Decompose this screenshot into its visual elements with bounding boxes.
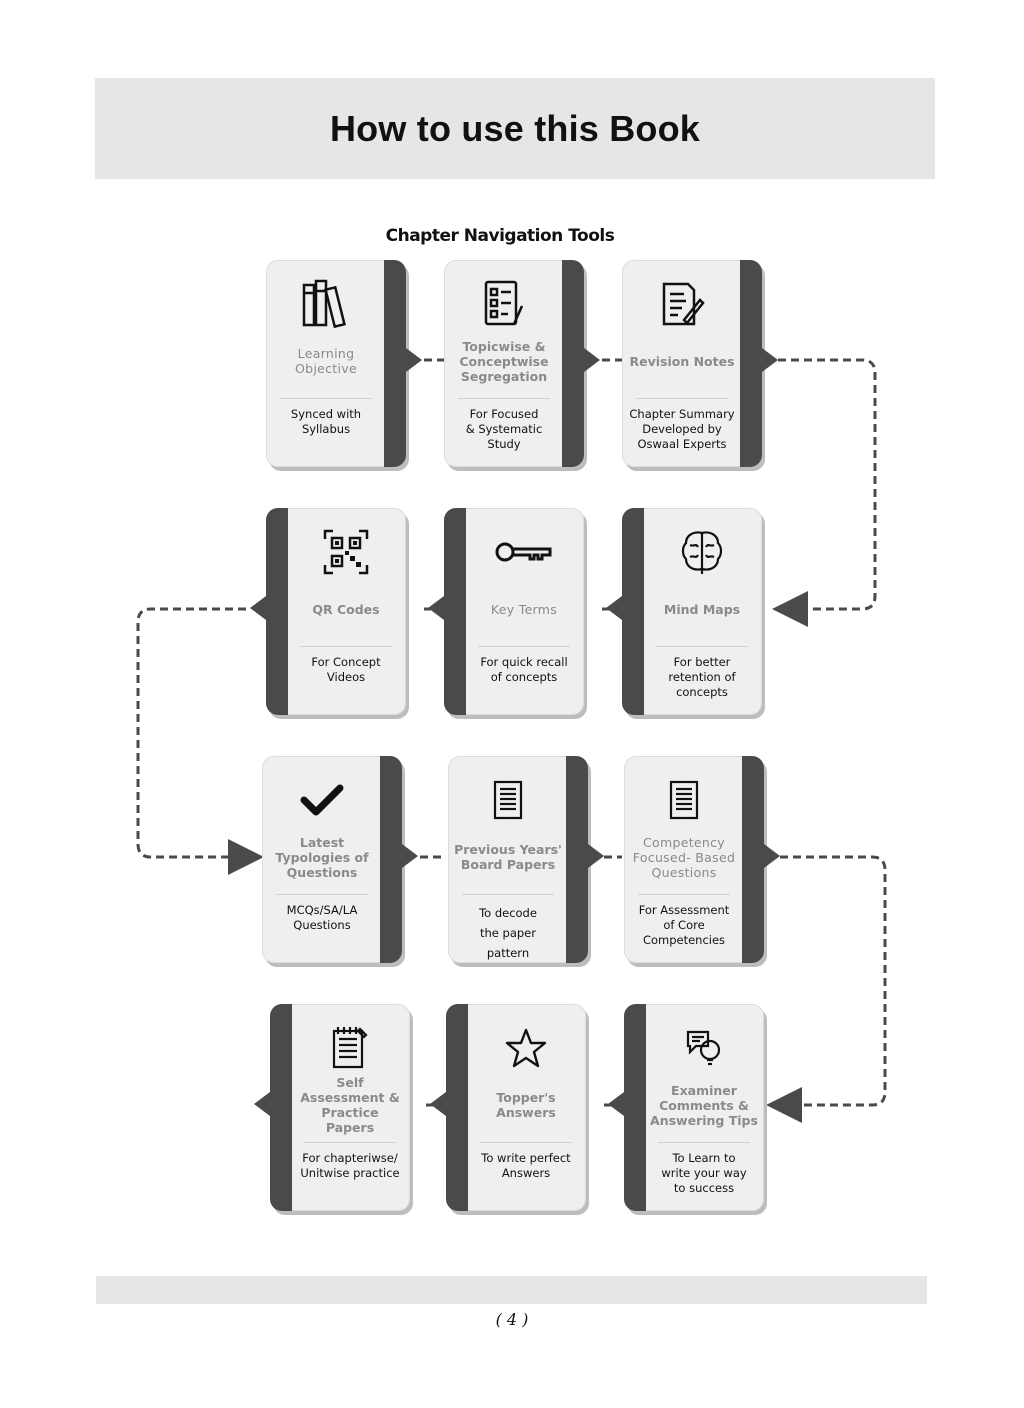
card-title: Revision Notes (629, 353, 735, 369)
card-divider (280, 398, 372, 399)
card-divider (480, 1142, 572, 1143)
page-number: ( 4 ) (495, 1310, 529, 1329)
card-description: For Assessment of Core Competencies (638, 903, 730, 947)
card-arrow-tab (406, 348, 422, 372)
card-description: For Focused & Systematic Study (465, 407, 543, 451)
card-arrow-tab (584, 348, 600, 372)
qr-code-icon (316, 526, 376, 578)
card-description: For Concept Videos (311, 655, 381, 684)
checkmark-icon (292, 774, 352, 826)
card-side-bar (266, 508, 288, 715)
card-description: For quick recall of concepts (480, 655, 568, 684)
card-divider (658, 1142, 750, 1143)
card-divider (462, 894, 554, 895)
card-side-bar (384, 260, 406, 467)
card-side-bar (566, 756, 588, 963)
card-description: For better retention of concepts (668, 655, 736, 699)
books-icon (296, 278, 356, 330)
checklist-icon (474, 278, 534, 330)
card-description: To write perfect Answers (481, 1151, 571, 1180)
card-title: Topper's Answers (496, 1090, 556, 1120)
speech-bulb-icon (674, 1022, 734, 1074)
document-icon (654, 774, 714, 826)
card-arrow-tab (606, 596, 622, 620)
card-arrow-tab (608, 1092, 624, 1116)
card-key-terms: Key Terms For quick recall of concepts (428, 508, 584, 715)
card-side-bar (446, 1004, 468, 1211)
card-description: Chapter Summary Developed by Oswaal Expe… (629, 407, 735, 451)
card-arrow-tab (430, 1092, 446, 1116)
card-arrow-tab (254, 1092, 270, 1116)
card-title: Mind Maps (663, 601, 741, 617)
card-side-bar (270, 1004, 292, 1211)
card-title: Previous Years' Board Papers (454, 842, 562, 872)
footer-band (96, 1276, 927, 1304)
notebook-icon (320, 1022, 380, 1074)
card-divider (638, 894, 730, 895)
section-title: Chapter Navigation Tools (385, 226, 615, 246)
card-topicwise-segregation: Topicwise & Conceptwise Segregation For … (444, 260, 600, 467)
card-title: Self Assessment & Practice Papers (300, 1075, 400, 1135)
header-band: How to use this Book (95, 78, 935, 179)
card-arrow-tab (402, 844, 418, 868)
card-title: Key Terms (490, 601, 558, 617)
card-description: MCQs/SA/LA Questions (286, 903, 358, 932)
card-previous-years-papers: Previous Years' Board Papers To decode t… (448, 756, 604, 963)
card-divider (300, 646, 392, 647)
notepad-pencil-icon (652, 278, 712, 330)
card-toppers-answers: Topper's Answers To write perfect Answer… (430, 1004, 586, 1211)
card-competency-questions: Competency Focused- Based Questions For … (624, 756, 780, 963)
card-arrow-tab (762, 348, 778, 372)
card-side-bar (624, 1004, 646, 1211)
brain-icon (672, 526, 732, 578)
card-description: For chapteriwse/ Unitwise practice (300, 1151, 400, 1180)
card-description: To decode the paper pattern (479, 906, 537, 960)
star-icon (496, 1022, 556, 1074)
card-divider (458, 398, 550, 399)
card-divider (276, 894, 368, 895)
card-side-bar (742, 756, 764, 963)
card-divider (478, 646, 570, 647)
card-side-bar (380, 756, 402, 963)
card-examiner-comments: Examiner Comments & Answering Tips To Le… (608, 1004, 764, 1211)
card-divider (304, 1142, 396, 1143)
card-title: QR Codes (312, 601, 380, 617)
card-revision-notes: Revision Notes Chapter Summary Developed… (622, 260, 778, 467)
card-divider (656, 646, 748, 647)
card-qr-codes: QR Codes For Concept Videos (250, 508, 406, 715)
card-title: Learning Objective (295, 346, 357, 376)
document-icon (478, 774, 538, 826)
card-side-bar (444, 508, 466, 715)
card-self-assessment: Self Assessment & Practice Papers For ch… (254, 1004, 410, 1211)
card-description: Synced with Syllabus (290, 407, 362, 436)
card-title: Latest Typologies of Questions (275, 834, 369, 880)
card-title: Competency Focused- Based Questions (632, 834, 736, 880)
card-mind-maps: Mind Maps For better retention of concep… (606, 508, 762, 715)
card-title: Examiner Comments & Answering Tips (650, 1082, 758, 1128)
card-latest-typologies: Latest Typologies of Questions MCQs/SA/L… (262, 756, 418, 963)
card-side-bar (562, 260, 584, 467)
card-learning-objective: Learning Objective Synced with Syllabus (266, 260, 422, 467)
key-icon (494, 526, 554, 578)
card-title: Topicwise & Conceptwise Segregation (459, 338, 549, 384)
card-divider (636, 398, 728, 399)
card-arrow-tab (764, 844, 780, 868)
card-side-bar (740, 260, 762, 467)
page-title: How to use this Book (329, 107, 700, 149)
card-arrow-tab (428, 596, 444, 620)
card-description: To Learn to write your way to success (661, 1151, 747, 1195)
card-arrow-tab (588, 844, 604, 868)
card-arrow-tab (250, 596, 266, 620)
card-side-bar (622, 508, 644, 715)
